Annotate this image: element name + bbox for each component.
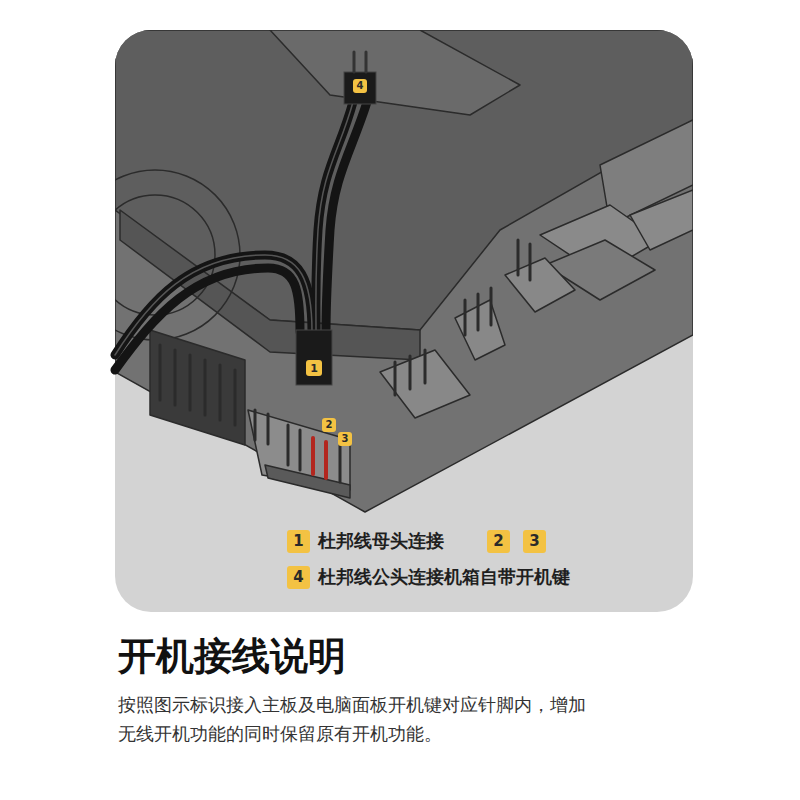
callout-number: 3 [529, 534, 539, 549]
header-base [265, 465, 350, 498]
male-connector [344, 72, 376, 104]
callout-badge: 1 [306, 360, 322, 376]
legend-text: 杜邦线公头连接机箱自带开机键 [318, 566, 570, 588]
male-pins [354, 52, 366, 72]
callout-badge: 4 [353, 79, 367, 93]
callout-badge: 4 [287, 566, 310, 589]
gpu-part [270, 30, 520, 115]
fan-header [505, 258, 575, 312]
callout-badge: 3 [338, 432, 352, 446]
panel [115, 30, 693, 612]
female-connector [296, 330, 332, 385]
callout-badge: 2 [322, 418, 336, 432]
callout-badge: 1 [287, 530, 310, 553]
red-pins [313, 438, 326, 478]
callout-number: 1 [293, 534, 303, 549]
fan [115, 170, 240, 340]
callout-badge: 2 [487, 530, 510, 553]
callout-badge: 3 [523, 530, 546, 553]
header [380, 350, 470, 418]
callout-number: 2 [493, 534, 503, 549]
title: 开机接线说明 [118, 634, 346, 680]
callout-number: 2 [326, 420, 333, 430]
port [630, 190, 693, 250]
callout-number: 4 [293, 570, 303, 585]
power-connector [150, 330, 245, 445]
callout-number: 3 [342, 434, 349, 444]
board [115, 30, 693, 512]
legend-text: 杜邦线母头连接 [318, 530, 444, 552]
callout-number: 4 [357, 81, 364, 91]
callout-number: 1 [310, 363, 318, 374]
fan-header [455, 300, 505, 360]
caption: 按照图示标识接入主板及电脑面板开机键对应针脚内，增加无线开机功能的同时保留原有开… [118, 690, 588, 748]
